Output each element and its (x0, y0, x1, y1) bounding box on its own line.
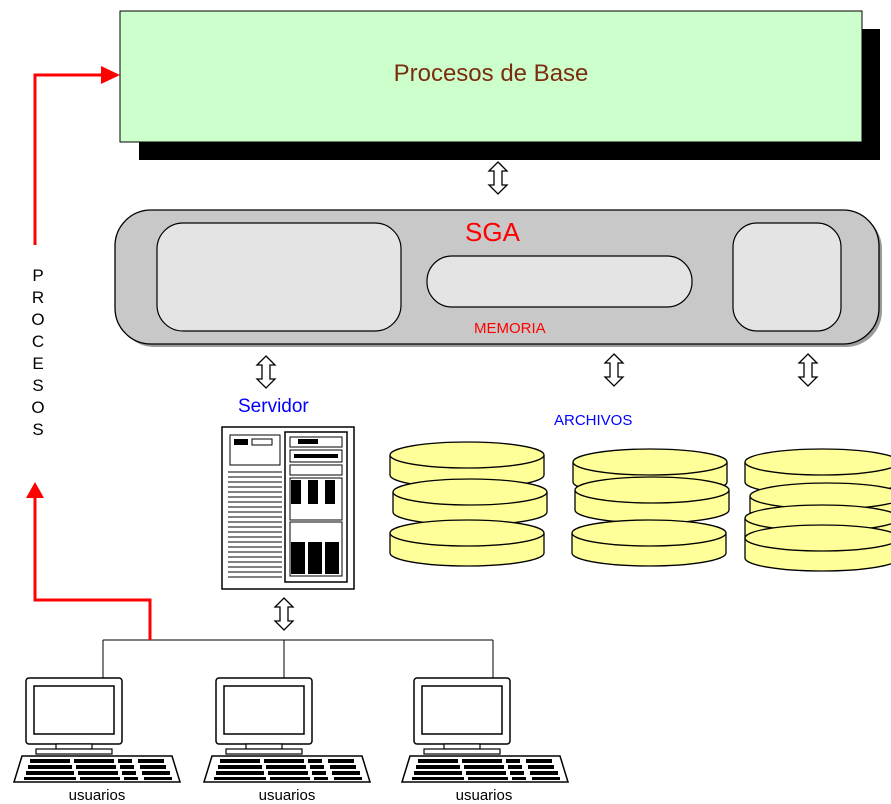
sga-block-left (156, 222, 402, 332)
disk-icon (392, 478, 548, 526)
computer-icon (13, 677, 181, 783)
computer-icon (401, 677, 569, 783)
procesos-base-title: Procesos de Base (393, 60, 589, 87)
servidor-label: Servidor (238, 396, 309, 417)
usuarios-label: usuarios (258, 787, 316, 804)
double-arrow-icon (798, 353, 818, 387)
double-arrow-icon (274, 597, 294, 631)
usuarios-label: usuarios (68, 787, 126, 804)
procesos-vertical-label: PROCESOS (31, 266, 45, 439)
disk-stack-3 (744, 448, 891, 572)
red-arrow-icon (33, 73, 152, 640)
disk-icon (744, 524, 891, 572)
disk-icon (571, 519, 727, 567)
server-icon (221, 426, 355, 590)
double-arrow-icon (488, 161, 508, 195)
double-arrow-icon (256, 355, 276, 389)
disk-stack-1 (389, 441, 548, 567)
procesos-base-box (119, 10, 863, 143)
disk-stack-2 (571, 448, 730, 567)
archivos-label: ARCHIVOS (554, 412, 633, 429)
usuarios-label: usuarios (455, 787, 513, 804)
disk-icon (389, 519, 545, 567)
double-arrow-icon (604, 353, 624, 387)
sga-label: SGA (465, 217, 520, 247)
disk-icon (574, 476, 730, 524)
computer-icon (203, 677, 371, 783)
sga-block-center (426, 255, 693, 308)
memoria-label: MEMORIA (474, 320, 546, 337)
sga-block-right (732, 222, 842, 332)
red-arrowhead-right (101, 66, 120, 84)
network-lines (102, 639, 494, 681)
red-arrowhead-up (26, 482, 44, 498)
